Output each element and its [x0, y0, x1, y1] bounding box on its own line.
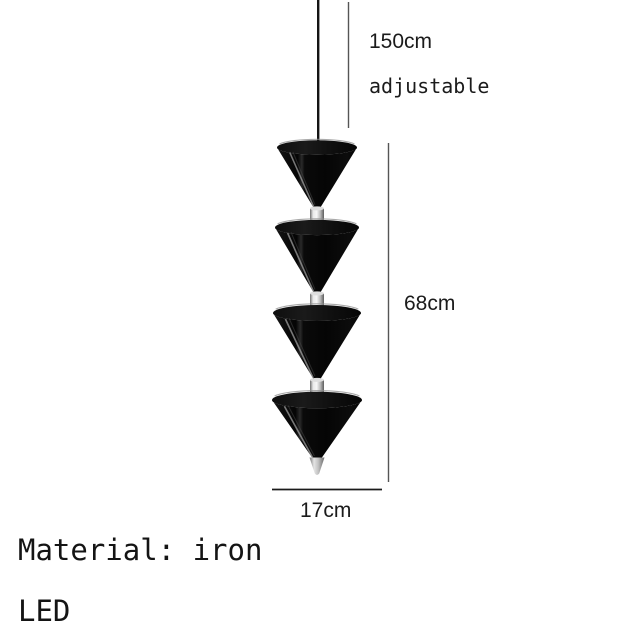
- drop-length-value-label: 150cm: [369, 30, 433, 53]
- lamp-cone-2: [275, 218, 359, 297]
- lamp-cone-3: [273, 303, 361, 384]
- chrome-finial-tip: [309, 457, 325, 475]
- spec-lamp-type-line: LED: [18, 594, 71, 628]
- drop-length-qualifier-label: adjustable: [369, 74, 490, 98]
- spec-material-line: Material: iron: [18, 533, 263, 567]
- chrome-connector-1: [310, 206, 324, 221]
- lamp-cone-1: [277, 138, 357, 212]
- lamp-cone-4: [272, 389, 363, 463]
- fixture-height-value-label: 68cm: [404, 292, 456, 315]
- chrome-connector-3: [310, 377, 324, 393]
- suspension-cord: [317, 0, 320, 146]
- fixture-width-value-label: 17cm: [300, 499, 352, 522]
- chrome-connector-2: [310, 291, 324, 307]
